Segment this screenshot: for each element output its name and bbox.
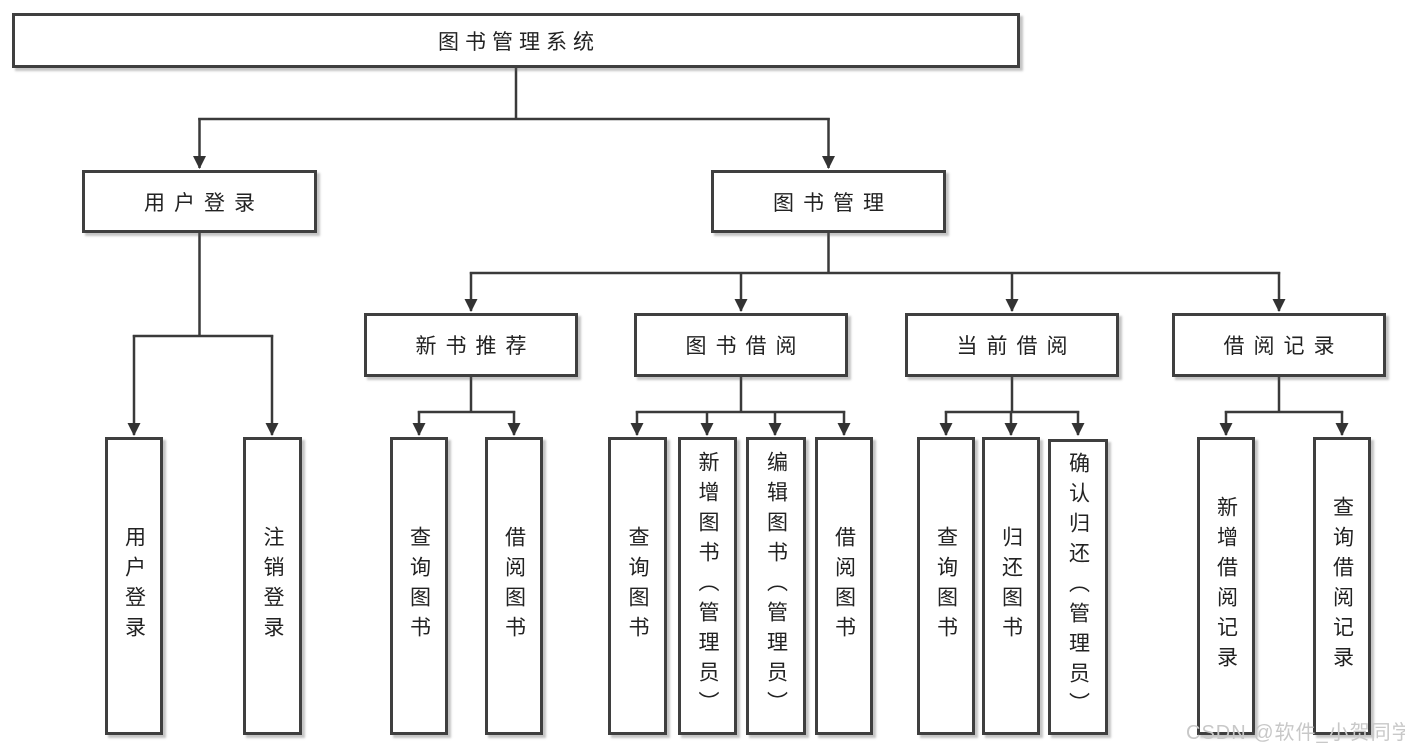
leaf-query-books-2: 查询图书	[608, 437, 667, 735]
node-new-book-recommend-label: 新书推荐	[415, 335, 536, 358]
node-new-book-recommend: 新书推荐	[364, 313, 578, 377]
leaf-add-book-admin-label: 新增图书（管理员）	[696, 451, 719, 721]
leaf-logout-label: 注销登录	[261, 526, 284, 646]
node-book-borrowing: 图书借阅	[634, 313, 848, 377]
leaf-borrow-books-1: 借阅图书	[485, 437, 543, 735]
node-library-system: 图书管理系统	[12, 13, 1020, 68]
node-current-borrowing: 当前借阅	[905, 313, 1119, 377]
leaf-add-book-admin: 新增图书（管理员）	[678, 437, 737, 735]
node-library-system-label: 图书管理系统	[438, 30, 600, 54]
leaf-query-books-2-label: 查询图书	[626, 526, 649, 646]
csdn-watermark: CSDN @软件_小贺同学	[1186, 722, 1405, 744]
leaf-query-books-3: 查询图书	[917, 437, 975, 735]
node-book-borrowing-label: 图书借阅	[685, 335, 806, 358]
leaf-add-borrow-record-label: 新增借阅记录	[1214, 496, 1238, 676]
node-borrow-records: 借阅记录	[1172, 313, 1386, 377]
leaf-logout: 注销登录	[243, 437, 302, 735]
leaf-query-books-1-label: 查询图书	[407, 526, 431, 646]
leaf-confirm-return-admin: 确认归还（管理员）	[1048, 439, 1108, 735]
leaf-query-books-3-label: 查询图书	[934, 526, 958, 646]
leaf-borrow-books-2: 借阅图书	[815, 437, 873, 735]
node-current-borrowing-label: 当前借阅	[956, 335, 1077, 358]
node-book-management-label: 图书管理	[773, 191, 893, 215]
leaf-query-borrow-record-label: 查询借阅记录	[1330, 496, 1354, 676]
node-borrow-records-label: 借阅记录	[1223, 335, 1344, 358]
leaf-edit-book-admin-label: 编辑图书（管理员）	[764, 451, 788, 721]
leaf-user-login: 用户登录	[105, 437, 163, 735]
leaf-user-login-label: 用户登录	[122, 526, 146, 646]
leaf-return-books-label: 归还图书	[999, 526, 1023, 646]
leaf-confirm-return-admin-label: 确认归还（管理员）	[1066, 452, 1090, 722]
leaf-add-borrow-record: 新增借阅记录	[1197, 437, 1255, 735]
node-user-login-label: 用户登录	[144, 191, 264, 215]
leaf-query-books-1: 查询图书	[390, 437, 448, 735]
leaf-return-books: 归还图书	[982, 437, 1040, 735]
leaf-borrow-books-1-label: 借阅图书	[502, 526, 526, 646]
leaf-borrow-books-2-label: 借阅图书	[832, 526, 856, 646]
leaf-edit-book-admin: 编辑图书（管理员）	[746, 437, 806, 735]
node-book-management: 图书管理	[711, 170, 946, 233]
node-user-login: 用户登录	[82, 170, 317, 233]
leaf-query-borrow-record: 查询借阅记录	[1313, 437, 1371, 735]
